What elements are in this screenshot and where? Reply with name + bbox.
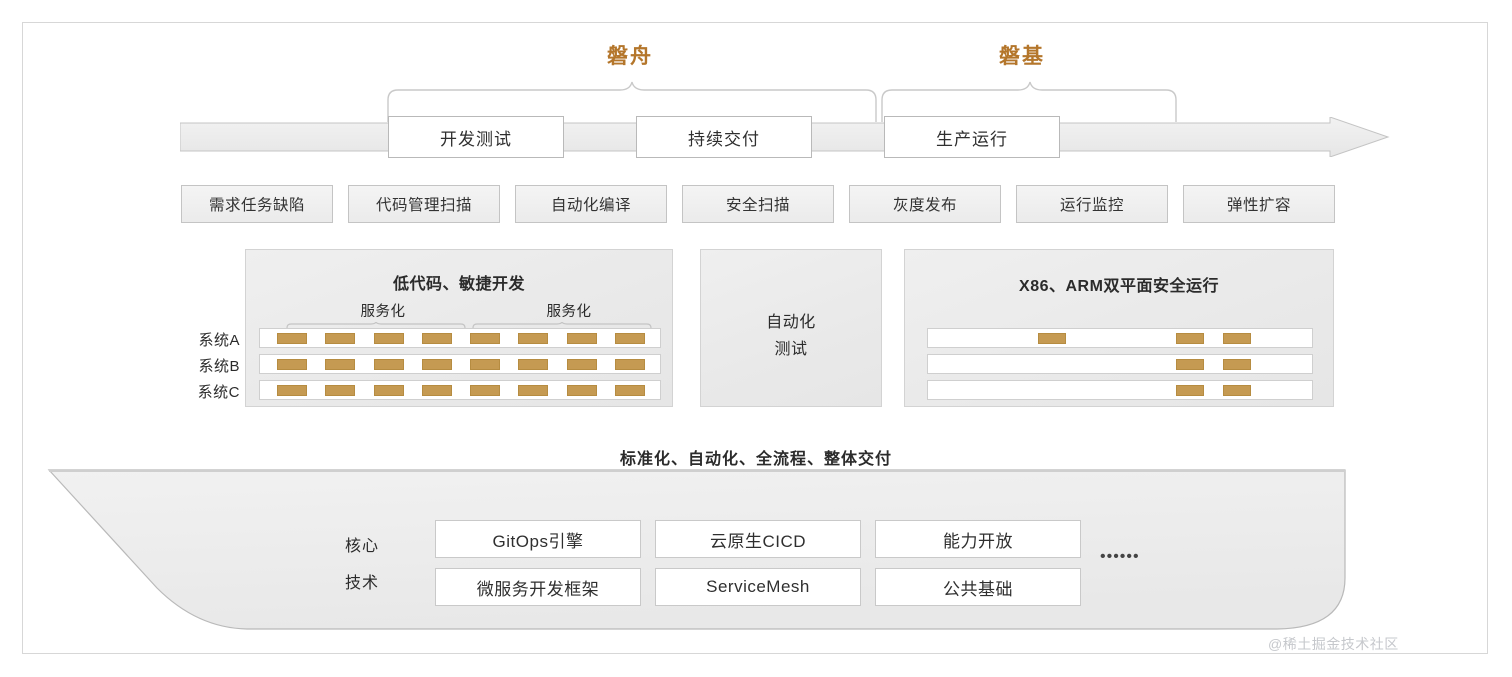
module-block [1222, 384, 1251, 396]
module-block [518, 358, 549, 370]
core-tech-label: 核心 技术 [330, 528, 394, 602]
panji-bracket [880, 80, 1178, 122]
system-label-a: 系统A [198, 332, 240, 349]
system-strip [259, 354, 661, 374]
capability-label: 灰度发布 [892, 197, 957, 214]
module-block [614, 358, 645, 370]
tech-box-label: GitOps引擎 [492, 531, 584, 551]
automated-test-panel: 自动化 测试 [700, 249, 882, 407]
tech-box-cloud-native-cicd[interactable]: 云原生CICD [655, 520, 861, 558]
service-label-left: 服务化 [360, 304, 406, 320]
service-bracket-right [472, 320, 652, 341]
tech-box-gitops[interactable]: GitOps引擎 [435, 520, 641, 558]
tech-box-label: 能力开放 [943, 531, 1013, 551]
automated-test-title-line2: 测试 [774, 341, 808, 358]
stage-box-continuous-delivery[interactable]: 持续交付 [636, 116, 812, 158]
module-block [566, 358, 597, 370]
module-block [470, 358, 501, 370]
tech-box-label: 微服务开发框架 [476, 579, 600, 599]
tech-box-servicemesh[interactable]: ServiceMesh [655, 568, 861, 606]
module-block [277, 358, 308, 370]
module-block [614, 384, 645, 396]
module-block [614, 332, 645, 344]
module-block [277, 332, 308, 344]
module-block [566, 384, 597, 396]
tagline: 标准化、自动化、全流程、整体交付 [619, 451, 892, 468]
core-tech-label-line2: 技术 [344, 575, 379, 592]
module-block [325, 332, 356, 344]
module-block [1176, 358, 1205, 370]
core-tech-label-line1: 核心 [344, 538, 379, 555]
module-block [470, 332, 501, 344]
tech-box-common-infra[interactable]: 公共基础 [875, 568, 1081, 606]
capability-label: 安全扫描 [725, 197, 790, 214]
module-block [1037, 332, 1066, 344]
module-block [470, 384, 501, 396]
system-strip [927, 380, 1313, 400]
capability-box-requirements[interactable]: 需求任务缺陷 [181, 185, 333, 223]
module-block [518, 384, 549, 396]
tech-box-label: 公共基础 [943, 579, 1013, 599]
phase-title-panzhou: 磐舟 [607, 45, 653, 68]
module-block [325, 358, 356, 370]
module-block [325, 384, 356, 396]
service-bracket-left [286, 320, 466, 341]
tech-box-label: ServiceMesh [706, 577, 810, 596]
low-code-panel: 低代码、敏捷开发 服务化 服务化 [245, 249, 673, 407]
system-strip [927, 328, 1313, 348]
service-label-right: 服务化 [546, 304, 592, 320]
module-block [277, 384, 308, 396]
module-block [566, 332, 597, 344]
tech-box-microservice-framework[interactable]: 微服务开发框架 [435, 568, 641, 606]
system-strip [259, 328, 661, 348]
module-block [421, 358, 452, 370]
capability-box-elastic-scaling[interactable]: 弹性扩容 [1183, 185, 1335, 223]
stage-box-label: 持续交付 [688, 129, 760, 149]
module-block [421, 332, 452, 344]
capability-label: 运行监控 [1059, 197, 1124, 214]
x86-arm-panel-title: X86、ARM双平面安全运行 [1019, 278, 1219, 295]
module-block [1176, 332, 1205, 344]
module-block [373, 332, 404, 344]
capability-label: 弹性扩容 [1226, 197, 1291, 214]
watermark: @稀土掘金技术社区 [1268, 636, 1399, 652]
module-block [373, 358, 404, 370]
stage-box-label: 生产运行 [936, 129, 1008, 149]
module-block [373, 384, 404, 396]
capability-box-auto-build[interactable]: 自动化编译 [515, 185, 667, 223]
module-block [421, 384, 452, 396]
module-block [1176, 384, 1205, 396]
capability-label: 自动化编译 [550, 197, 631, 214]
capability-box-runtime-monitor[interactable]: 运行监控 [1016, 185, 1168, 223]
ellipsis-indicator: •••••• [1100, 548, 1140, 565]
stage-box-label: 开发测试 [440, 129, 512, 149]
tech-box-label: 云原生CICD [709, 531, 807, 551]
system-strip [259, 380, 661, 400]
capability-label: 需求任务缺陷 [208, 197, 305, 214]
system-label-c: 系统C [197, 384, 240, 401]
x86-arm-panel: X86、ARM双平面安全运行 [904, 249, 1334, 407]
module-block [1222, 332, 1251, 344]
module-block [518, 332, 549, 344]
capability-box-code-scan[interactable]: 代码管理扫描 [348, 185, 500, 223]
phase-title-panji: 磐基 [999, 45, 1045, 68]
capability-label: 代码管理扫描 [375, 197, 472, 214]
panzhou-bracket [386, 80, 878, 122]
tech-box-capability-open[interactable]: 能力开放 [875, 520, 1081, 558]
capability-box-security-scan[interactable]: 安全扫描 [682, 185, 834, 223]
automated-test-title-line1: 自动化 [766, 314, 816, 331]
low-code-panel-title: 低代码、敏捷开发 [392, 276, 525, 293]
stage-box-dev-test[interactable]: 开发测试 [388, 116, 564, 158]
capability-box-gray-release[interactable]: 灰度发布 [849, 185, 1001, 223]
stage-box-production-run[interactable]: 生产运行 [884, 116, 1060, 158]
system-strip [927, 354, 1313, 374]
module-block [1222, 358, 1251, 370]
system-label-b: 系统B [198, 358, 240, 375]
